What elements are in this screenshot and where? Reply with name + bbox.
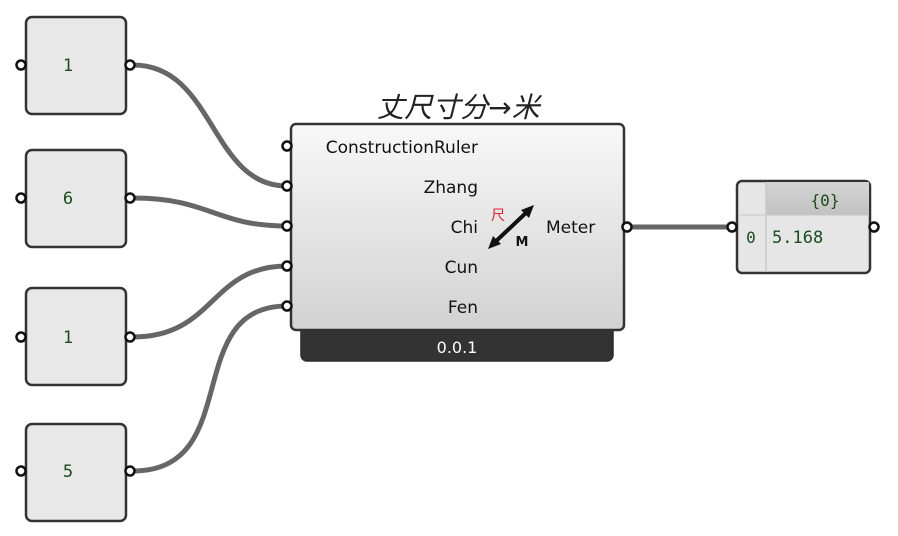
- slider-node-3[interactable]: 1: [15, 286, 136, 387]
- input-grip-cun[interactable]: [281, 260, 293, 272]
- input-label-cun: Cun: [445, 258, 478, 278]
- data-panel[interactable]: {0} 0 5.168: [726, 179, 880, 275]
- panel-path: {0}: [811, 191, 840, 210]
- component-title: 丈尺寸分→米: [376, 91, 542, 124]
- input-grip-fen[interactable]: [281, 300, 293, 312]
- slider-4-input-grip[interactable]: [15, 465, 27, 477]
- slider-2-value: 6: [63, 189, 73, 209]
- panel-input-grip[interactable]: [726, 221, 738, 233]
- input-label-zhang: Zhang: [424, 178, 478, 198]
- panel-output-grip[interactable]: [868, 221, 880, 233]
- slider-2-output-grip[interactable]: [124, 192, 136, 204]
- slider-3-input-grip[interactable]: [15, 331, 27, 343]
- panel-header: [766, 182, 869, 215]
- wire-slider2-to-chi[interactable]: [130, 195, 290, 229]
- slider-1-input-grip[interactable]: [15, 59, 27, 71]
- wires: [130, 62, 735, 474]
- input-label-fen: Fen: [448, 298, 478, 318]
- ruler-to-meter-icon: 尺 M: [488, 205, 534, 250]
- slider-1-output-grip[interactable]: [124, 59, 136, 71]
- wire-slider1-to-zhang[interactable]: [130, 62, 290, 189]
- slider-4-value: 5: [63, 462, 73, 482]
- version-label: 0.0.1: [437, 338, 478, 357]
- input-grip-zhang[interactable]: [281, 180, 293, 192]
- output-label-meter: Meter: [546, 218, 595, 238]
- output-grip-meter[interactable]: [621, 221, 633, 233]
- slider-3-output-grip[interactable]: [124, 331, 136, 343]
- slider-1-value: 1: [63, 56, 73, 76]
- slider-node-1[interactable]: 1: [15, 15, 136, 116]
- input-label-constructionruler: ConstructionRuler: [326, 138, 478, 158]
- wire-slider4-to-fen[interactable]: [130, 303, 290, 474]
- slider-node-2[interactable]: 6: [15, 148, 136, 249]
- wire-slider3-to-cun[interactable]: [130, 263, 290, 340]
- slider-2-input-grip[interactable]: [15, 192, 27, 204]
- input-grip-constructionruler[interactable]: [281, 140, 293, 152]
- slider-node-4[interactable]: 5: [15, 422, 136, 523]
- slider-3-value: 1: [63, 328, 73, 348]
- panel-row-value: 5.168: [772, 228, 823, 248]
- icon-glyph-m: M: [516, 235, 529, 250]
- panel-row-index: 0: [746, 228, 756, 247]
- slider-4-output-grip[interactable]: [124, 465, 136, 477]
- icon-glyph-chi: 尺: [491, 208, 505, 224]
- input-grip-chi[interactable]: [281, 220, 293, 232]
- conversion-component[interactable]: 丈尺寸分→米 0.0.1 ConstructionRuler Zhang Chi…: [281, 91, 633, 362]
- input-label-chi: Chi: [451, 218, 478, 238]
